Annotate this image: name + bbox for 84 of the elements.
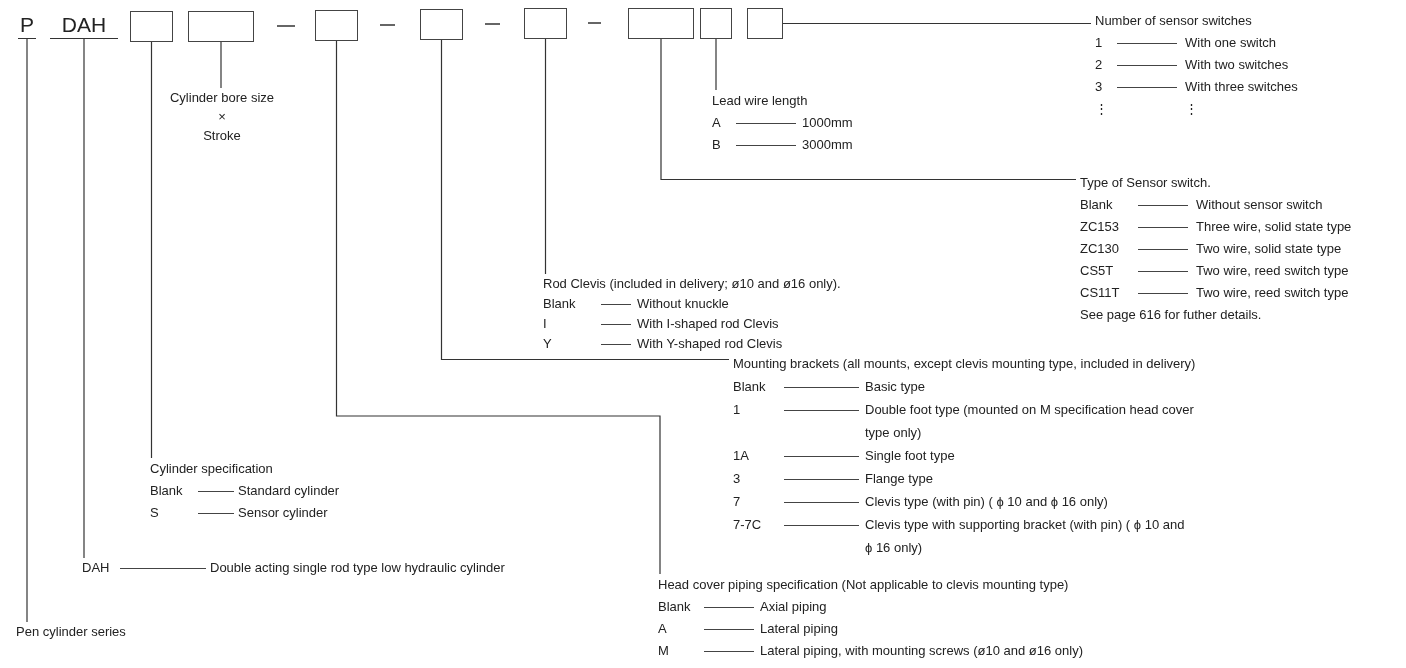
code-box xyxy=(700,8,732,39)
option-text: Double acting single rod type low hydraulic cylinder xyxy=(210,559,505,577)
option-text: Lateral piping, with mounting screws (ø10 and ø16 only) xyxy=(760,642,1084,660)
option-code: I xyxy=(543,315,548,333)
description-text: Cylinder bore size xyxy=(169,89,274,107)
field-heading: Cylinder specification xyxy=(150,461,273,476)
option-code: CS5T xyxy=(1080,262,1115,280)
option-code: ⋮ xyxy=(1095,100,1109,118)
option-text: Two wire, solid state type xyxy=(1196,240,1342,258)
note-text: See page 616 for futher details. xyxy=(1080,307,1262,322)
code-text: DAH xyxy=(50,12,118,39)
leader-line xyxy=(335,40,661,575)
option-code: A xyxy=(712,114,722,132)
option-code: Y xyxy=(543,335,553,353)
field-heading: Head cover piping specification (Not applicable to clevis mounting type) xyxy=(658,577,1069,592)
option-text: Double foot type (mounted on M specification head cover type only) xyxy=(865,401,1195,442)
leader-line xyxy=(26,38,28,623)
option-text: Clevis type (with pin) ( ϕ 10 and ϕ 16 only) xyxy=(865,493,1109,511)
option-code: Blank xyxy=(733,378,767,396)
option-code: 7-7C xyxy=(733,516,763,534)
field-heading: Type of Sensor switch. xyxy=(1080,175,1211,190)
option-code: 3 xyxy=(1095,78,1104,96)
option-text: With three switches xyxy=(1185,78,1298,96)
code-box xyxy=(524,8,567,39)
option-code: 1A xyxy=(733,447,750,465)
option-code: 7 xyxy=(733,493,742,511)
option-text: Without knuckle xyxy=(637,295,729,313)
option-code: B xyxy=(712,136,722,154)
option-text: With Y-shaped rod Clevis xyxy=(637,335,783,353)
field-heading: Number of sensor switches xyxy=(1095,13,1252,28)
option-text: Flange type xyxy=(865,470,934,488)
option-text: With I-shaped rod Clevis xyxy=(637,315,779,333)
code-text: P xyxy=(18,12,36,39)
code-box xyxy=(628,8,694,39)
option-text: 3000mm xyxy=(802,136,853,154)
leader-line xyxy=(660,38,1077,181)
option-text: Two wire, reed switch type xyxy=(1196,284,1349,302)
option-text: Two wire, reed switch type xyxy=(1196,262,1349,280)
leader-line xyxy=(83,38,85,559)
option-text: Lateral piping xyxy=(760,620,840,638)
option-text: Basic type xyxy=(865,378,926,396)
option-code: S xyxy=(150,504,160,522)
option-code: 2 xyxy=(1095,56,1104,74)
option-text: Three wire, solid state type xyxy=(1196,218,1352,236)
option-code: ZC130 xyxy=(1080,240,1121,258)
option-code: Blank xyxy=(543,295,577,313)
option-text: Sensor cylinder xyxy=(238,504,328,522)
option-text: Without sensor switch xyxy=(1196,196,1323,214)
code-box xyxy=(130,11,173,42)
description-text: Stroke xyxy=(203,127,241,145)
option-code: Blank xyxy=(1080,196,1114,214)
option-code: 3 xyxy=(733,470,742,488)
leader-line xyxy=(220,41,222,89)
leader-line xyxy=(544,38,547,275)
option-text: With two switches xyxy=(1185,56,1289,74)
option-code: Blank xyxy=(658,598,692,616)
option-text: Single foot type xyxy=(865,447,956,465)
leader-line xyxy=(150,41,153,459)
multiplication-sign: × xyxy=(218,108,226,126)
leader-line xyxy=(782,22,1092,25)
code-box xyxy=(315,10,358,41)
option-code: ZC153 xyxy=(1080,218,1121,236)
option-text: Standard cylinder xyxy=(238,482,340,500)
code-box xyxy=(188,11,254,42)
leader-line xyxy=(715,38,717,91)
option-code: M xyxy=(658,642,670,660)
option-text: Axial piping xyxy=(760,598,828,616)
option-text: ⋮ xyxy=(1185,100,1198,118)
option-code: DAH xyxy=(82,559,111,577)
option-text: With one switch xyxy=(1185,34,1277,52)
option-code: 1 xyxy=(1095,34,1104,52)
field-heading: Mounting brackets (all mounts, except clevis mounting type, included in delivery) xyxy=(733,356,1196,371)
description-text: Pen cylinder series xyxy=(16,622,126,642)
leader-line xyxy=(440,39,730,361)
field-heading: Rod Clevis (included in delivery; ø10 and ø16 only). xyxy=(543,276,841,291)
option-text: 1000mm xyxy=(802,114,853,132)
option-code: A xyxy=(658,620,668,638)
code-box xyxy=(420,9,463,40)
option-code: 1 xyxy=(733,401,742,419)
option-text: Clevis type with supporting bracket (with pin) ( ϕ 10 and ϕ 16 only) xyxy=(865,516,1186,557)
option-code: Blank xyxy=(150,482,184,500)
field-heading: Lead wire length xyxy=(712,93,808,108)
code-box xyxy=(747,8,783,39)
option-code: CS11T xyxy=(1080,284,1121,302)
